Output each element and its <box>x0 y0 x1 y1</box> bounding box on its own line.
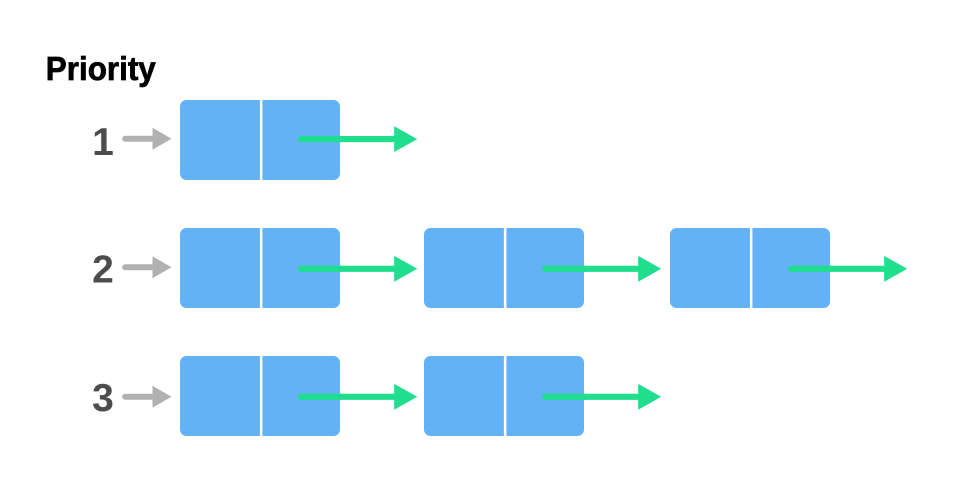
svg-text:Priority: Priority <box>46 50 157 87</box>
svg-text:2: 2 <box>92 248 114 291</box>
svg-text:1: 1 <box>92 121 114 164</box>
svg-text:3: 3 <box>92 377 114 420</box>
